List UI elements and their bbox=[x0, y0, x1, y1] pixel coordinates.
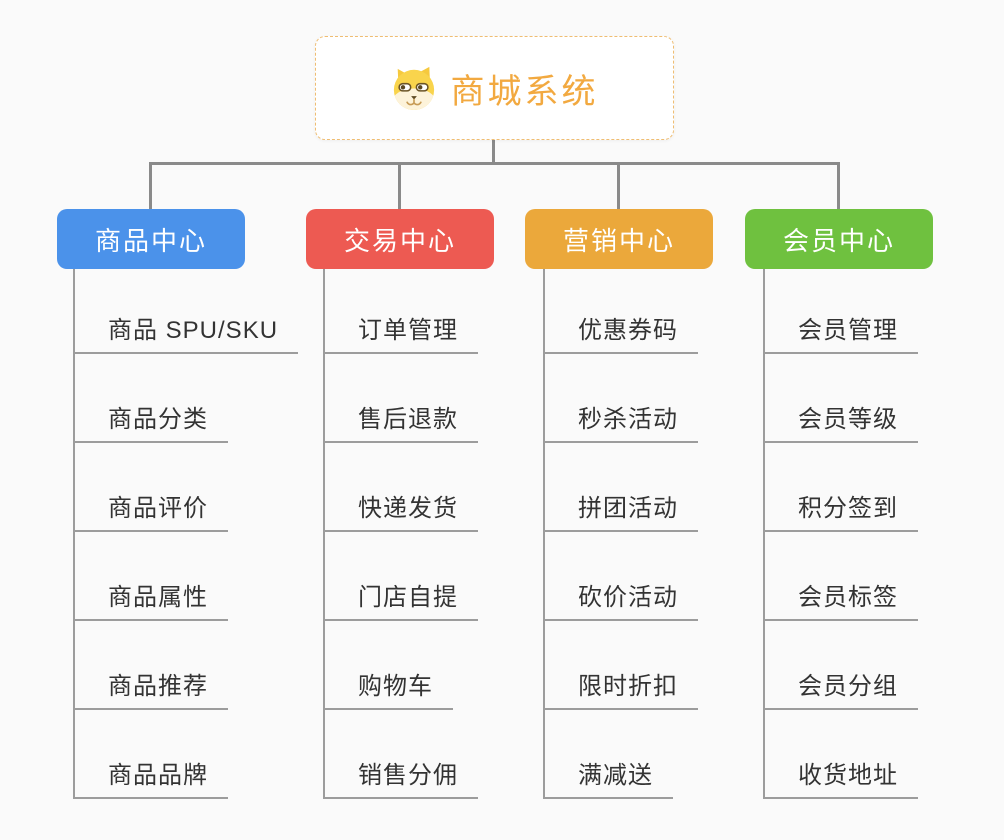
leaf-node[interactable]: 商品推荐 bbox=[75, 621, 228, 710]
root-node[interactable]: 商城系统 bbox=[315, 36, 674, 140]
leaf-node[interactable]: 积分签到 bbox=[765, 443, 918, 532]
leaf-node[interactable]: 订单管理 bbox=[325, 269, 478, 354]
leaf-node[interactable]: 门店自提 bbox=[325, 532, 478, 621]
leaf-node[interactable]: 满减送 bbox=[545, 710, 673, 799]
branch-label: 商品中心 bbox=[94, 225, 207, 256]
branch-children-member-center: 会员管理 会员等级 积分签到 会员标签 会员分组 收货地址 bbox=[763, 269, 918, 799]
leaf-node[interactable]: 商品分类 bbox=[75, 354, 228, 443]
leaf-node[interactable]: 会员分组 bbox=[765, 621, 918, 710]
leaf-node[interactable]: 快递发货 bbox=[325, 443, 478, 532]
branch-children-product-center: 商品 SPU/SKU 商品分类 商品评价 商品属性 商品推荐 商品品牌 bbox=[73, 269, 299, 799]
branch-label: 营销中心 bbox=[562, 225, 675, 256]
connector-root-stub bbox=[492, 139, 495, 163]
leaf-node[interactable]: 拼团活动 bbox=[545, 443, 698, 532]
leaf-node[interactable]: 销售分佣 bbox=[325, 710, 478, 799]
branch-label: 会员中心 bbox=[782, 225, 895, 256]
dog-face-icon bbox=[393, 66, 434, 111]
connector-drop-trade bbox=[398, 162, 401, 210]
branch-header-marketing-center[interactable]: 营销中心 bbox=[525, 209, 713, 269]
leaf-node[interactable]: 购物车 bbox=[325, 621, 453, 710]
leaf-node[interactable]: 商品品牌 bbox=[75, 710, 228, 799]
root-title: 商城系统 bbox=[450, 72, 599, 111]
leaf-node[interactable]: 会员管理 bbox=[765, 269, 918, 354]
connector-drop-marketing bbox=[617, 162, 620, 210]
leaf-node[interactable]: 秒杀活动 bbox=[545, 354, 698, 443]
leaf-node[interactable]: 限时折扣 bbox=[545, 621, 698, 710]
branch-children-trade-center: 订单管理 售后退款 快递发货 门店自提 购物车 销售分佣 bbox=[323, 269, 478, 799]
leaf-node[interactable]: 商品属性 bbox=[75, 532, 228, 621]
leaf-node[interactable]: 优惠券码 bbox=[545, 269, 698, 354]
leaf-node[interactable]: 砍价活动 bbox=[545, 532, 698, 621]
connector-drop-member bbox=[837, 162, 840, 210]
leaf-node[interactable]: 商品 SPU/SKU bbox=[75, 269, 299, 354]
branch-label: 交易中心 bbox=[343, 225, 456, 256]
branch-header-member-center[interactable]: 会员中心 bbox=[745, 209, 933, 269]
connector-drop-product bbox=[149, 162, 152, 210]
branch-header-product-center[interactable]: 商品中心 bbox=[57, 209, 245, 269]
leaf-node[interactable]: 商品评价 bbox=[75, 443, 228, 532]
leaf-node[interactable]: 会员等级 bbox=[765, 354, 918, 443]
connector-trunk bbox=[149, 162, 840, 165]
branch-children-marketing-center: 优惠券码 秒杀活动 拼团活动 砍价活动 限时折扣 满减送 bbox=[543, 269, 698, 799]
leaf-node[interactable]: 收货地址 bbox=[765, 710, 918, 799]
branch-header-trade-center[interactable]: 交易中心 bbox=[306, 209, 494, 269]
leaf-node[interactable]: 售后退款 bbox=[325, 354, 478, 443]
leaf-node[interactable]: 会员标签 bbox=[765, 532, 918, 621]
